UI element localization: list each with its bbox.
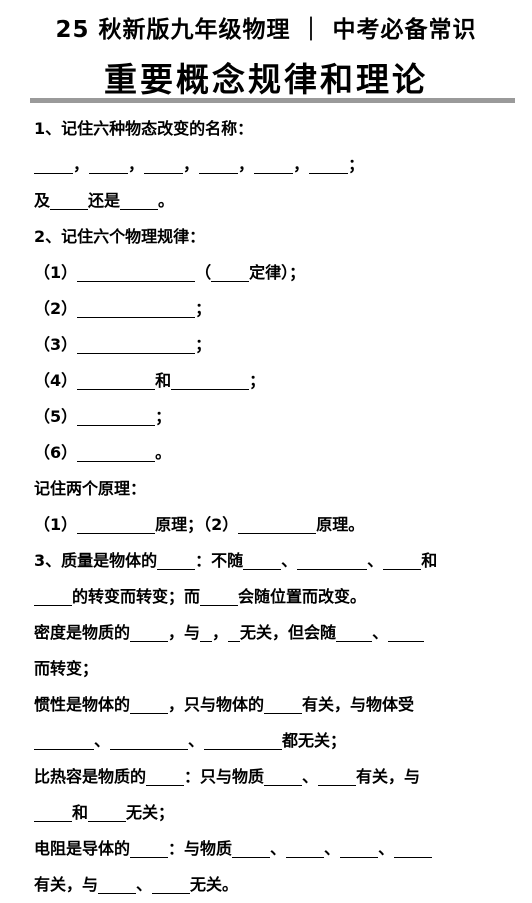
worksheet-line: 、、都无关； bbox=[34, 723, 520, 759]
answer-blank[interactable] bbox=[232, 838, 271, 858]
answer-blank[interactable] bbox=[152, 874, 191, 894]
worksheet-line: （1）（定律）； bbox=[34, 262, 306, 282]
answer-blank[interactable] bbox=[77, 514, 156, 534]
answer-blank[interactable] bbox=[130, 838, 169, 858]
answer-blank[interactable] bbox=[89, 154, 129, 174]
worksheet-line: （2）； bbox=[34, 298, 212, 318]
header-divider bbox=[30, 98, 515, 103]
answer-blank[interactable] bbox=[254, 154, 294, 174]
worksheet-line: （1）原理；（2）原理。 bbox=[34, 514, 365, 534]
answer-blank[interactable] bbox=[88, 802, 127, 822]
answer-blank[interactable] bbox=[77, 298, 196, 318]
answer-blank[interactable] bbox=[77, 334, 196, 354]
answer-blank[interactable] bbox=[318, 766, 357, 786]
answer-blank[interactable] bbox=[297, 550, 368, 570]
answer-blank[interactable] bbox=[264, 694, 303, 714]
answer-blank[interactable] bbox=[211, 262, 250, 282]
answer-blank[interactable] bbox=[340, 838, 379, 858]
answer-blank[interactable] bbox=[110, 730, 189, 750]
answer-blank[interactable] bbox=[264, 766, 303, 786]
answer-blank[interactable] bbox=[34, 802, 72, 822]
answer-blank[interactable] bbox=[171, 370, 250, 390]
answer-blank[interactable] bbox=[77, 442, 156, 462]
answer-blank[interactable] bbox=[199, 154, 239, 174]
answer-blank[interactable] bbox=[243, 550, 282, 570]
answer-blank[interactable] bbox=[77, 370, 156, 390]
answer-blank[interactable] bbox=[228, 622, 241, 642]
worksheet-line: （3）； bbox=[34, 334, 212, 354]
worksheet-line: 电阻是导体的：与物质、、、 bbox=[34, 831, 520, 867]
answer-blank[interactable] bbox=[286, 838, 325, 858]
section-heading: 2、记住六个物理规律： bbox=[34, 227, 206, 246]
worksheet-line: 和无关； bbox=[34, 795, 520, 831]
answer-blank[interactable] bbox=[200, 622, 213, 642]
worksheet-line: 有关，与、无关。 bbox=[34, 874, 239, 894]
worksheet-line: 密度是物质的，与，无关，但会随、 bbox=[34, 615, 520, 651]
answer-blank[interactable] bbox=[394, 838, 433, 858]
worksheet-line: 的转变而转变；而会随位置而改变。 bbox=[34, 579, 520, 615]
worksheet-line: （4）和； bbox=[34, 370, 266, 390]
answer-blank[interactable] bbox=[238, 514, 317, 534]
answer-blank[interactable] bbox=[34, 730, 94, 750]
answer-blank[interactable] bbox=[200, 586, 239, 606]
answer-blank[interactable] bbox=[336, 622, 373, 642]
worksheet-line: 而转变； bbox=[34, 659, 99, 678]
answer-blank[interactable] bbox=[309, 154, 349, 174]
answer-blank[interactable] bbox=[388, 622, 425, 642]
worksheet-line: ，，，，，； bbox=[34, 147, 520, 183]
answer-blank[interactable] bbox=[34, 154, 73, 174]
answer-blank[interactable] bbox=[146, 766, 185, 786]
answer-blank[interactable] bbox=[77, 406, 156, 426]
answer-blank[interactable] bbox=[77, 262, 196, 282]
page-title: 重要概念规律和理论 bbox=[104, 60, 428, 99]
answer-blank[interactable] bbox=[120, 190, 159, 210]
answer-blank[interactable] bbox=[144, 154, 184, 174]
worksheet-line: （5）； bbox=[34, 406, 172, 426]
answer-blank[interactable] bbox=[383, 550, 422, 570]
section-heading: 记住两个原理： bbox=[34, 479, 147, 498]
worksheet-line: 及还是。 bbox=[34, 190, 175, 210]
answer-blank[interactable] bbox=[50, 190, 89, 210]
worksheet-line: 比热容是物质的：只与物质、有关，与 bbox=[34, 766, 421, 786]
answer-blank[interactable] bbox=[157, 550, 196, 570]
worksheet-line: 惯性是物体的，只与物体的有关，与物体受 bbox=[34, 694, 415, 714]
answer-blank[interactable] bbox=[130, 694, 169, 714]
section-heading: 1、记住六种物态改变的名称： bbox=[34, 119, 254, 138]
answer-blank[interactable] bbox=[34, 586, 72, 606]
worksheet-line: （6）。 bbox=[34, 442, 172, 462]
worksheet-line: 3、质量是物体的：不随、、和 bbox=[34, 550, 438, 570]
worksheet-body: 1、记住六种物态改变的名称： ，，，，，； 及还是。 2、记住六个物理规律： （… bbox=[34, 111, 520, 903]
answer-blank[interactable] bbox=[130, 622, 169, 642]
answer-blank[interactable] bbox=[204, 730, 283, 750]
page-subtitle: 25 秋新版九年级物理 ｜ 中考必备常识 bbox=[55, 17, 477, 43]
answer-blank[interactable] bbox=[98, 874, 137, 894]
